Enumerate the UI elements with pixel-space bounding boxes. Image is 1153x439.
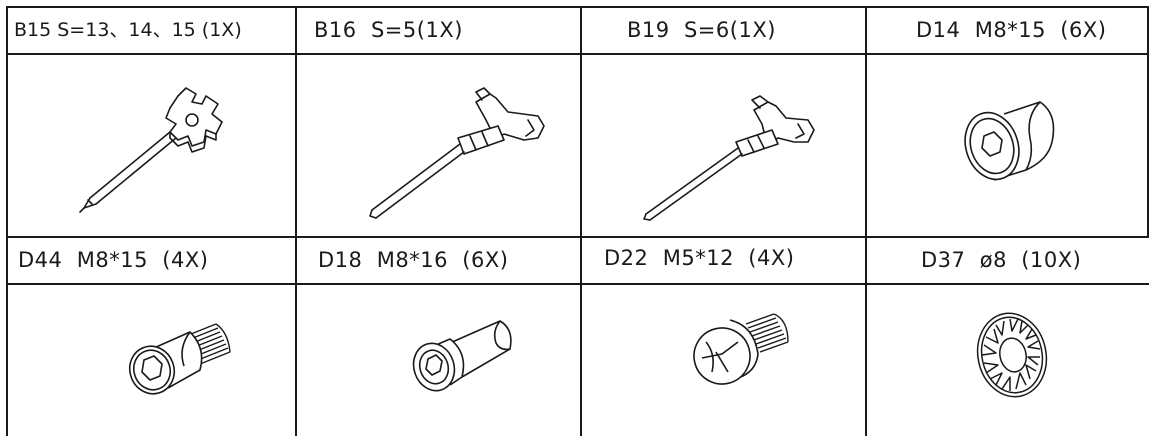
grid-line-row1-divider [6,53,1149,55]
button-head-socket-bolt-icon [954,94,1064,204]
grid-line-col2 [580,6,582,436]
socket-head-cap-screw-icon [124,308,244,413]
cross-spanner-screwdriver-icon [66,68,256,218]
grid-line-left [6,6,8,436]
grid-line-col1 [295,6,297,436]
part-label-b16: B16 S=5(1X) [314,18,463,42]
part-label-d44: D44 M8*15 (4X) [18,248,209,272]
part-label-d22: D22 M5*12 (4X) [604,246,795,270]
grid-line-row2-divider [6,283,1149,285]
grid-line-top [6,6,1149,8]
hardware-parts-sheet: B15 S=13、14、15 (1X) B16 S=5(1X) B19 S=6(… [6,6,1150,436]
grid-line-right [1147,6,1149,238]
part-label-d18: D18 M8*16 (6X) [318,248,509,272]
part-label-b19: B19 S=6(1X) [627,18,776,42]
part-label-b15: B15 S=13、14、15 (1X) [14,19,242,41]
t-handle-hex-key-icon [636,88,836,228]
t-handle-hex-key-icon [358,86,558,226]
pan-head-cross-screw-icon [684,302,814,412]
toothed-lock-washer-icon [966,301,1056,411]
grid-line-col3 [865,6,867,436]
part-label-d37: D37 ø8 (10X) [921,248,1082,272]
part-label-d14: D14 M8*15 (6X) [916,18,1107,42]
grid-line-middle [6,236,1149,238]
countersunk-socket-screw-icon [406,309,526,409]
